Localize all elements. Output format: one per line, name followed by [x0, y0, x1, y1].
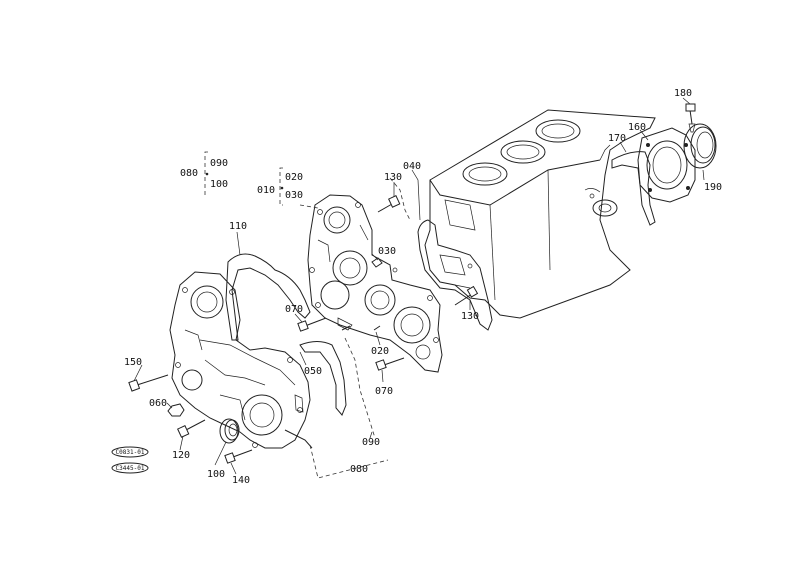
label-160: 160 — [628, 122, 646, 133]
label-070-lower: 070 — [375, 386, 393, 397]
gasket-050 — [299, 341, 347, 416]
label-050: 050 — [304, 366, 322, 377]
code-c0831: C0831-01 — [116, 449, 145, 456]
label-130-top: 130 — [384, 172, 402, 183]
reference-codes: C0831-01 C3445-01 — [111, 446, 149, 474]
rear-seal-assembly — [611, 103, 717, 226]
label-090-top: 090 — [210, 158, 228, 169]
bolts — [128, 195, 479, 464]
label-040: 040 — [403, 161, 421, 172]
code-c3445: C3445-01 — [116, 465, 145, 472]
label-150: 150 — [124, 357, 142, 368]
gear-case — [307, 194, 443, 373]
label-130-lower: 130 — [461, 311, 479, 322]
bracket-080 — [204, 151, 209, 196]
label-140: 140 — [232, 475, 250, 486]
label-030: 030 — [378, 246, 396, 257]
label-030-top: 030 — [285, 190, 303, 201]
label-060: 060 — [149, 398, 167, 409]
label-190: 190 — [704, 182, 722, 193]
leader-lines — [133, 97, 705, 475]
engine-block — [424, 109, 656, 319]
gasket-110 — [225, 253, 311, 341]
label-120: 120 — [172, 450, 190, 461]
part-labels: 180 160 170 190 040 130 090 080 100 020 … — [124, 88, 722, 486]
label-010: 010 — [257, 185, 275, 196]
label-100-top: 100 — [210, 179, 228, 190]
bracket-010 — [279, 167, 319, 209]
label-020: 020 — [371, 346, 389, 357]
label-080: 080 — [350, 464, 368, 475]
gasket-040 — [417, 219, 493, 331]
label-070-top: 070 — [285, 304, 303, 315]
label-180: 180 — [674, 88, 692, 99]
front-cover — [169, 271, 313, 449]
construction-lines — [309, 177, 411, 479]
label-020-top: 020 — [285, 172, 303, 183]
label-110: 110 — [229, 221, 247, 232]
label-100: 100 — [207, 469, 225, 480]
oil-seal-100 — [219, 418, 240, 444]
label-080-top: 080 — [180, 168, 198, 179]
label-090: 090 — [362, 437, 380, 448]
label-170: 170 — [608, 133, 626, 144]
